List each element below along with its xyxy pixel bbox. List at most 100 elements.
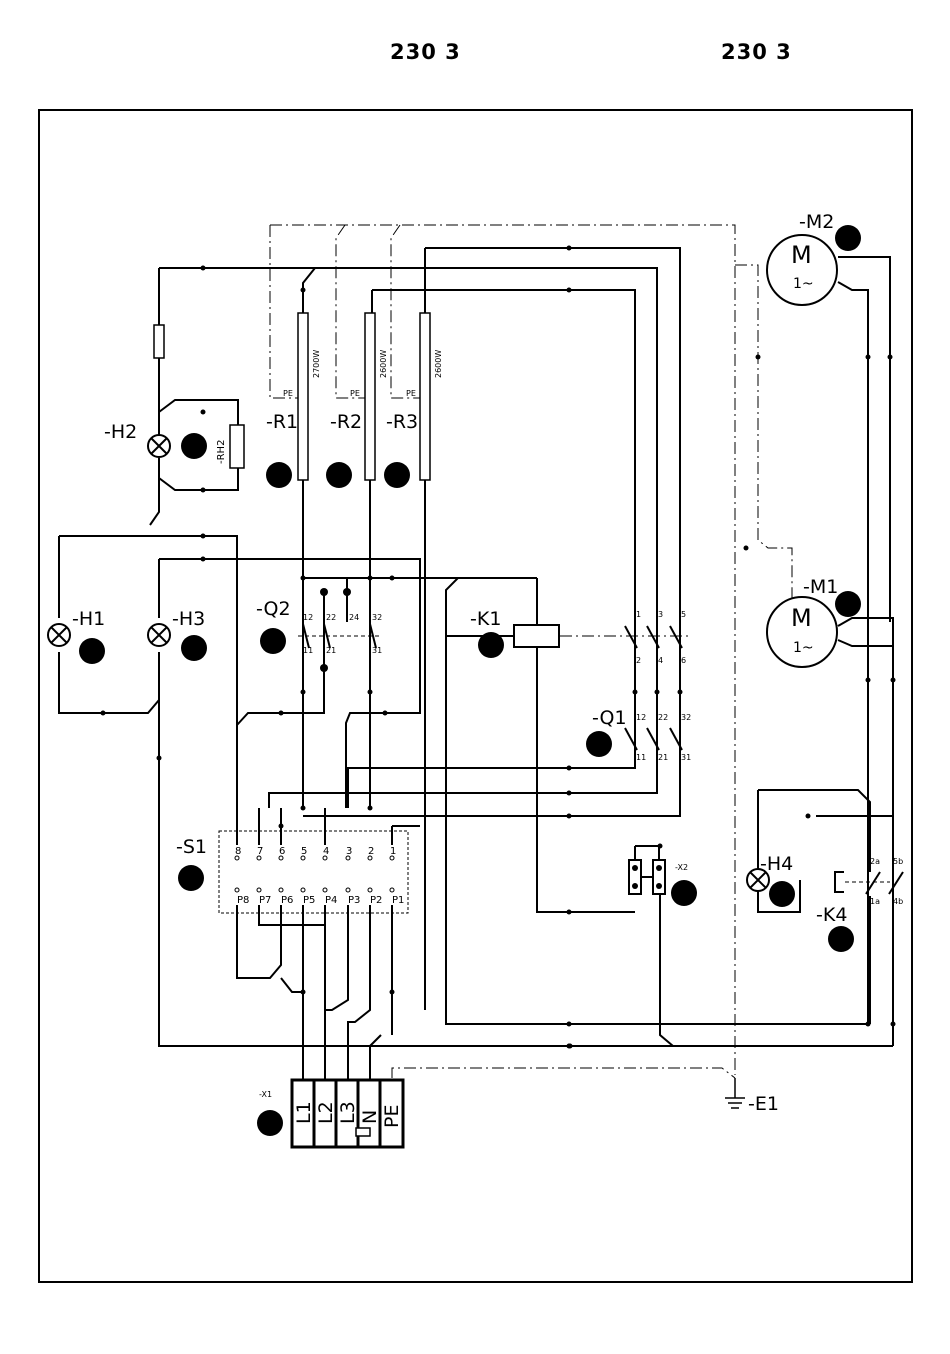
s1-label: -S1 bbox=[176, 836, 207, 858]
h1-lamp bbox=[48, 624, 70, 646]
x2-terminal bbox=[629, 846, 665, 894]
s1-bottom-label: P2 bbox=[370, 895, 382, 906]
s1-bottom-label: P1 bbox=[392, 895, 404, 906]
s1-bottom-label: P6 bbox=[281, 895, 293, 906]
h4-label: -H4 bbox=[760, 853, 793, 875]
r1-power-label: 2700W bbox=[312, 350, 321, 378]
h2-marker-dot bbox=[181, 433, 207, 459]
q2-switch-contacts bbox=[298, 578, 380, 692]
q1-terminal-32: 32 bbox=[681, 713, 691, 722]
k1-terminal-1: 1 bbox=[636, 610, 641, 619]
s1-bottom-label: P8 bbox=[237, 895, 249, 906]
q1-terminal-12: 12 bbox=[636, 713, 646, 722]
k1-terminal-4: 4 bbox=[658, 656, 663, 665]
q1-terminal-21: 21 bbox=[658, 753, 668, 762]
m2-motor-phase: 1~ bbox=[793, 276, 814, 292]
s1-top-label: 4 bbox=[323, 846, 329, 857]
k1-marker-dot bbox=[478, 632, 504, 658]
k1-terminal-5: 5 bbox=[681, 610, 686, 619]
s1-bottom-label: P5 bbox=[303, 895, 315, 906]
k4-terminal-1a: 1a bbox=[870, 897, 880, 906]
r2-label: -R2 bbox=[330, 411, 362, 433]
h3-label: -H3 bbox=[172, 608, 205, 630]
s1-top-labels: 8 7 6 5 4 3 2 1 bbox=[235, 846, 396, 857]
x2-label: -X2 bbox=[675, 863, 688, 872]
q1-label: -Q1 bbox=[592, 707, 627, 729]
q2-terminal-12: 12 bbox=[303, 613, 313, 622]
m1-label: -M1 bbox=[803, 576, 838, 598]
q2-terminal-32: 32 bbox=[372, 613, 382, 622]
s1-top-label: 5 bbox=[301, 846, 307, 857]
x1-terminal-n: N bbox=[359, 1110, 381, 1124]
k4-terminal-4b: 4b bbox=[893, 897, 903, 906]
power-wiring bbox=[59, 248, 893, 1080]
fuse-symbol bbox=[154, 325, 164, 358]
x1-terminal-pe: PE bbox=[381, 1105, 403, 1128]
h2-lamp bbox=[148, 435, 170, 457]
k1-coil bbox=[514, 625, 559, 647]
s1-top-label: 1 bbox=[390, 846, 396, 857]
q2-terminal-22: 22 bbox=[326, 613, 336, 622]
q1-switch-contacts bbox=[625, 728, 682, 750]
m2-motor-symbol: M bbox=[791, 241, 812, 269]
k4-terminal-2a: 2a bbox=[870, 857, 880, 866]
e1-label: -E1 bbox=[748, 1093, 779, 1115]
q1-terminal-11: 11 bbox=[636, 753, 646, 762]
r3-power-label: 2600W bbox=[434, 350, 443, 378]
h4-marker-dot bbox=[769, 881, 795, 907]
k4-marker-dot bbox=[828, 926, 854, 952]
s1-bottom-label: P7 bbox=[259, 895, 271, 906]
s1-top-label: 6 bbox=[279, 846, 285, 857]
k1-terminal-3: 3 bbox=[658, 610, 663, 619]
x2-marker-dot bbox=[671, 880, 697, 906]
r3-pe-label: PE bbox=[406, 389, 416, 398]
x1-terminal-l2: L2 bbox=[315, 1101, 337, 1124]
r2-pe-label: PE bbox=[350, 389, 360, 398]
e1-earth-symbol bbox=[725, 1078, 745, 1108]
r1-label: -R1 bbox=[266, 411, 298, 433]
k1-terminal-2: 2 bbox=[636, 656, 641, 665]
h1-marker-dot bbox=[79, 638, 105, 664]
s1-top-label: 7 bbox=[257, 846, 263, 857]
s1-top-label: 8 bbox=[235, 846, 241, 857]
m2-label: -M2 bbox=[799, 211, 834, 233]
heater-r3 bbox=[420, 313, 430, 480]
m1-motor-symbol: M bbox=[791, 604, 812, 632]
q2-terminal-24: 24 bbox=[349, 613, 359, 622]
r2-power-label: 2600W bbox=[379, 350, 388, 378]
r2-marker-dot bbox=[326, 462, 352, 488]
s1-bottom-labels: P8 P7 P6 P5 P4 P3 P2 P1 bbox=[237, 895, 404, 906]
x1-marker-dot bbox=[257, 1110, 283, 1136]
k1-contacts bbox=[625, 626, 682, 648]
x1-terminal-l1: L1 bbox=[293, 1101, 315, 1124]
q1-marker-dot bbox=[586, 731, 612, 757]
q2-label: -Q2 bbox=[256, 598, 291, 620]
h3-lamp bbox=[148, 624, 170, 646]
s1-marker-dot bbox=[178, 865, 204, 891]
r1-marker-dot bbox=[266, 462, 292, 488]
h3-marker-dot bbox=[181, 635, 207, 661]
q1-terminal-31: 31 bbox=[681, 753, 691, 762]
x1-label: -X1 bbox=[259, 1090, 272, 1099]
r3-label: -R3 bbox=[386, 411, 418, 433]
s1-terminal-pins bbox=[235, 856, 394, 892]
k4-terminal-5b: 5b bbox=[893, 857, 903, 866]
k1-label: -K1 bbox=[470, 608, 501, 630]
heater-r1 bbox=[298, 313, 308, 480]
m1-marker-dot bbox=[835, 591, 861, 617]
s1-top-label: 3 bbox=[346, 846, 352, 857]
heater-r2 bbox=[365, 313, 375, 480]
k1-terminal-6: 6 bbox=[681, 656, 686, 665]
m2-marker-dot bbox=[835, 225, 861, 251]
rh2-label: -RH2 bbox=[216, 440, 227, 464]
h2-label: -H2 bbox=[104, 421, 137, 443]
r1-pe-label: PE bbox=[283, 389, 293, 398]
r3-marker-dot bbox=[384, 462, 410, 488]
x1-terminal-l3: L3 bbox=[337, 1101, 359, 1124]
s1-bottom-label: P4 bbox=[325, 895, 337, 906]
s1-bottom-label: P3 bbox=[348, 895, 360, 906]
q1-terminal-22: 22 bbox=[658, 713, 668, 722]
q2-marker-dot bbox=[260, 628, 286, 654]
k4-label: -K4 bbox=[816, 904, 847, 926]
